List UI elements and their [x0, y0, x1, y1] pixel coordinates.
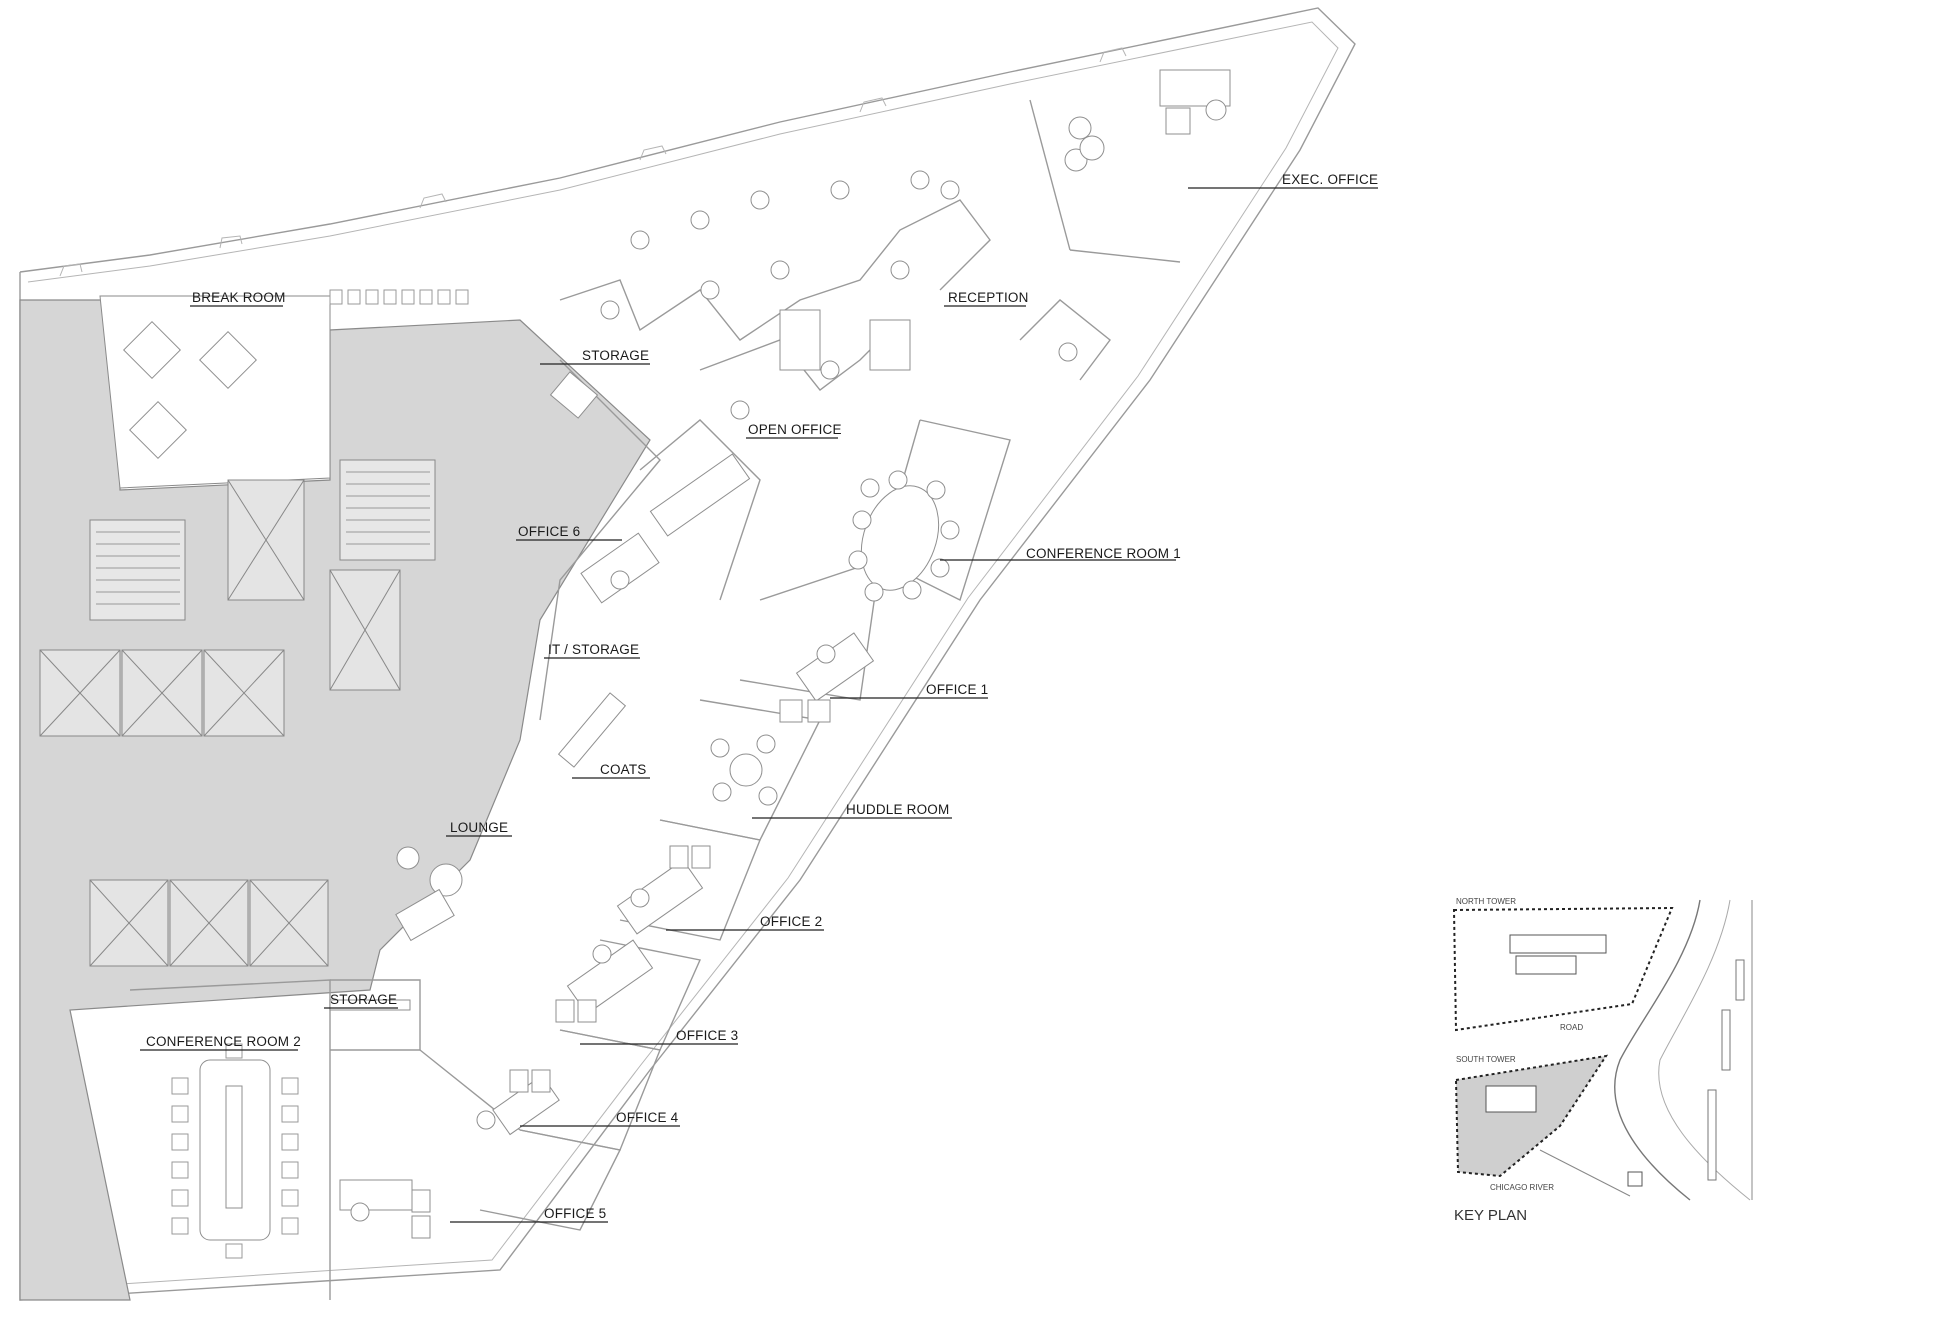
key-plan-title: KEY PLAN — [1454, 1207, 1527, 1224]
key-plan-north-tower: NORTH TOWER — [1456, 897, 1516, 906]
label-coats: COATS — [600, 762, 647, 777]
label-storage-bottom: STORAGE — [330, 992, 397, 1007]
building-shell — [19, 7, 1356, 1301]
key-plan: NORTH TOWER ROAD SOUTH TOWER CHICAGO RIV… — [1452, 897, 1753, 1224]
label-office-2: OFFICE 2 — [760, 914, 822, 929]
label-office-6: OFFICE 6 — [518, 524, 580, 539]
label-office-3: OFFICE 3 — [676, 1028, 738, 1043]
label-office-5: OFFICE 5 — [544, 1206, 606, 1221]
interior-walls — [129, 99, 1181, 1300]
label-conference-room-1: CONFERENCE ROOM 1 — [1026, 546, 1181, 561]
label-lounge: LOUNGE — [450, 820, 508, 835]
label-open-office: OPEN OFFICE — [748, 422, 842, 437]
room-labels: EXEC. OFFICE BREAK ROOM RECEPTION STORAG… — [140, 172, 1378, 1223]
label-break-room: BREAK ROOM — [192, 290, 286, 305]
label-it-storage: IT / STORAGE — [548, 642, 639, 657]
label-huddle-room: HUDDLE ROOM — [846, 802, 949, 817]
key-plan-street-label: CHICAGO RIVER — [1490, 1183, 1554, 1192]
label-exec-office: EXEC. OFFICE — [1282, 172, 1378, 187]
furniture — [123, 69, 1231, 1259]
label-office-4: OFFICE 4 — [616, 1110, 679, 1125]
label-storage-top: STORAGE — [582, 348, 649, 363]
key-plan-road-label: ROAD — [1560, 1023, 1583, 1032]
building-core — [19, 295, 651, 1301]
key-plan-south-tower: SOUTH TOWER — [1456, 1055, 1516, 1064]
label-reception: RECEPTION — [948, 290, 1029, 305]
label-conference-room-2: CONFERENCE ROOM 2 — [146, 1034, 301, 1049]
label-office-1: OFFICE 1 — [926, 682, 988, 697]
